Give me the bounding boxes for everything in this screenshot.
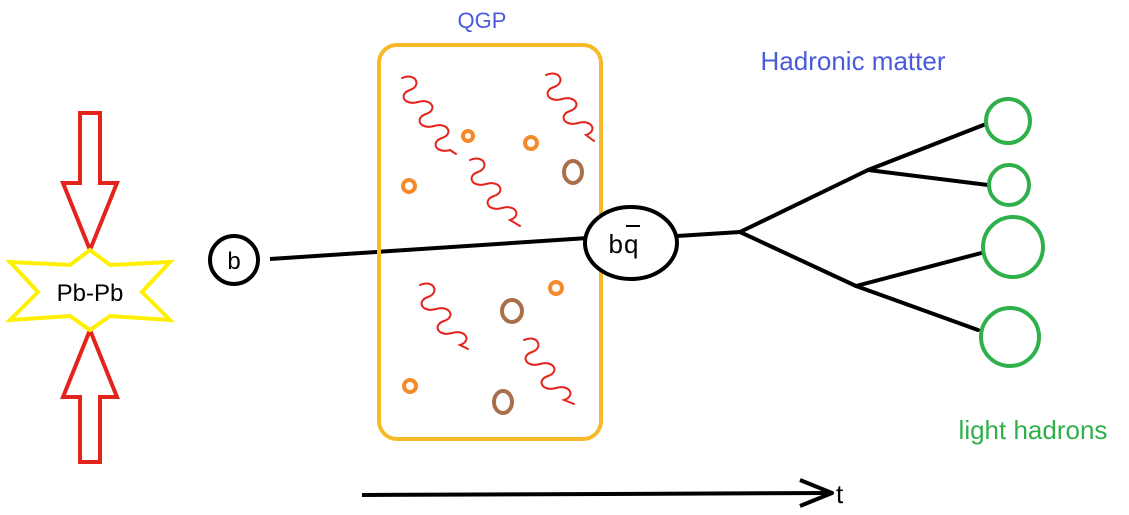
light-hadrons-label: light hadrons	[959, 415, 1108, 445]
b-quark-trajectory	[269, 236, 589, 261]
light-hadron-set	[979, 97, 1045, 368]
branch-upper	[738, 168, 870, 234]
time-axis-label: t	[836, 479, 844, 509]
branch-main	[675, 230, 742, 238]
branch-to-hadron-1	[866, 122, 988, 172]
b-quark-circle	[208, 234, 260, 286]
gluon	[523, 337, 575, 405]
quark-orange	[402, 378, 418, 394]
branch-to-hadron-4	[854, 284, 980, 332]
light-hadron	[981, 215, 1045, 279]
bqbar-meson-circle	[583, 205, 679, 281]
quark-brown	[562, 159, 584, 185]
gluon	[419, 282, 469, 350]
gluon	[469, 157, 521, 227]
meson-qbar-label: q	[624, 229, 638, 259]
branch-lower	[738, 230, 858, 288]
quark-orange	[461, 129, 475, 143]
quark-brown	[492, 389, 514, 415]
quark-orange	[523, 135, 539, 151]
time-axis-line	[361, 491, 833, 497]
hadronization-branches	[675, 122, 990, 332]
light-hadron	[984, 97, 1032, 145]
light-hadron	[979, 306, 1041, 368]
quark-orange	[548, 280, 564, 296]
gluon-set	[401, 72, 595, 405]
collision-label: Pb-Pb	[57, 280, 124, 307]
qgp-label: QGP	[458, 8, 507, 33]
gluon	[545, 72, 595, 142]
time-axis-arrowhead	[799, 478, 834, 508]
quark-orange	[401, 178, 417, 194]
light-hadron	[987, 163, 1031, 207]
b-quark-label: b	[227, 248, 240, 275]
gluon	[401, 75, 457, 155]
branch-to-hadron-3	[854, 250, 987, 288]
quark-brown	[500, 298, 524, 324]
incoming-arrow-bottom	[60, 324, 120, 464]
incoming-arrow-top	[60, 111, 120, 256]
branch-to-hadron-2	[866, 168, 990, 187]
meson-b-label: b	[609, 229, 623, 259]
collision-star	[4, 247, 176, 333]
quark-set	[401, 129, 584, 415]
hadronic-matter-label: Hadronic matter	[761, 46, 946, 76]
